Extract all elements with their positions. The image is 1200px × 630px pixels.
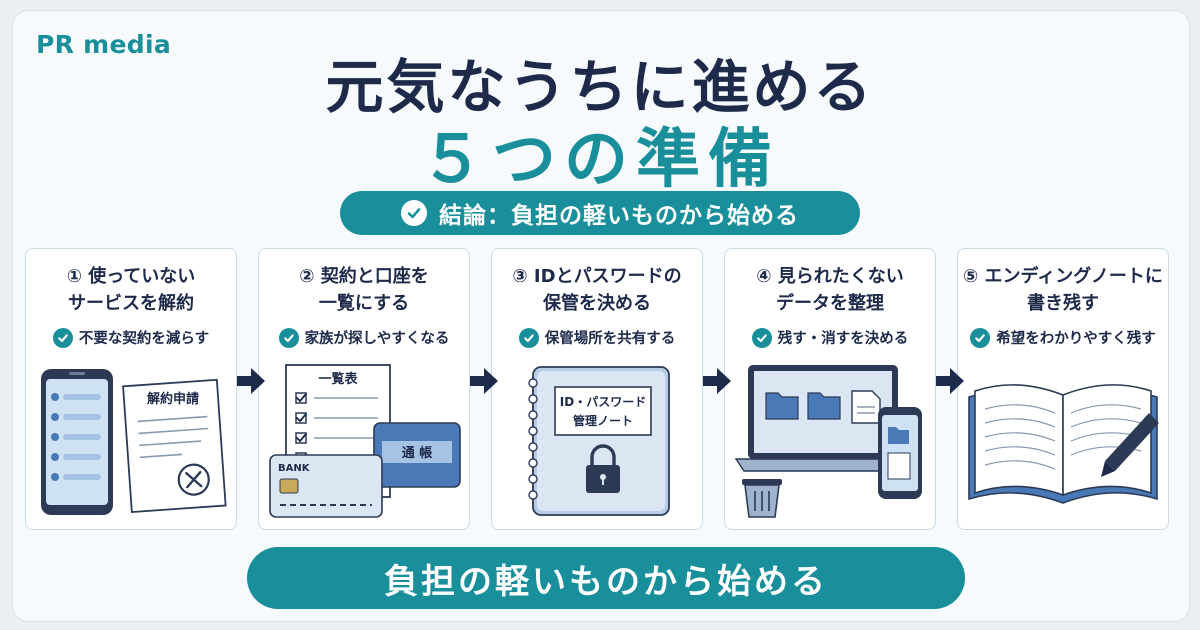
- open-notebook-illustration: [968, 384, 1159, 504]
- notebook-label-1: ID・パスワード: [560, 395, 646, 409]
- smartphone-cancel-illustration: 解約申請: [41, 369, 227, 515]
- arrow-right-icon: [470, 368, 498, 394]
- notebook-label-2: 管理ノート: [573, 413, 633, 428]
- arrow-right-icon: [703, 368, 731, 394]
- bottom-banner: 負担の軽いものから始める: [247, 547, 965, 609]
- document-title: 解約申請: [146, 391, 199, 407]
- step-note: 不要な契約を減らす: [26, 327, 236, 348]
- step-card-4: ④ 見られたくない データを整理 残す・消すを決める: [724, 248, 936, 530]
- title-line-1: 元気なうちに進める: [325, 53, 875, 121]
- step-title: ② 契約と口座を 一覧にする: [299, 266, 429, 314]
- check-icon: [52, 327, 73, 348]
- step-title: ① 使っていない サービスを解約: [66, 266, 196, 314]
- file-icon: [851, 390, 881, 424]
- step-card-3: ③ IDとパスワードの 保管を決める 保管場所を共有する ID・パスワード 管理…: [491, 248, 703, 530]
- trash-icon: [742, 479, 782, 518]
- folder-icon: [765, 392, 841, 420]
- password-notebook-illustration: ID・パスワード 管理ノート: [528, 366, 670, 516]
- step-card-1: ① 使っていない サービスを解約 不要な契約を減らす 解約申請: [25, 248, 237, 530]
- step-note: 希望をわかりやすく残す: [958, 327, 1168, 348]
- step-note: 保管場所を共有する: [492, 327, 702, 348]
- list-bank-illustration: 一覧表 通 帳 BANK: [269, 364, 461, 518]
- pen-icon: [1101, 413, 1159, 477]
- list-title: 一覧表: [318, 371, 358, 387]
- brand-logo: PR media: [36, 30, 172, 59]
- check-icon: [970, 327, 991, 348]
- laptop-phone-trash-illustration: [734, 365, 922, 518]
- step-card-5: ⑤ エンディングノートに 書き残す 希望をわかりやすく残す: [957, 248, 1169, 530]
- check-icon: [751, 327, 772, 348]
- padlock-icon: [586, 444, 620, 493]
- step-title: ④ 見られたくない データを整理: [756, 266, 904, 314]
- conclusion-banner: 結論：負担の軽いものから始める: [340, 191, 860, 235]
- conclusion-text: 結論：負担の軽いものから始める: [439, 203, 799, 229]
- card-label: BANK: [278, 463, 311, 474]
- step-title: ③ IDとパスワードの 保管を決める: [512, 266, 682, 314]
- check-icon: [518, 327, 539, 348]
- passbook-label: 通 帳: [402, 445, 433, 461]
- check-icon: [401, 200, 427, 226]
- step-note: 家族が探しやすくなる: [259, 327, 469, 348]
- arrow-right-icon: [936, 368, 964, 394]
- arrow-right-icon: [237, 368, 265, 394]
- title-line-2: ５つの準備: [420, 123, 780, 197]
- step-card-2: ② 契約と口座を 一覧にする 家族が探しやすくなる 一覧表 通 帳 BANK: [258, 248, 470, 530]
- check-icon: [278, 327, 299, 348]
- step-note: 残す・消すを決める: [725, 327, 935, 348]
- step-title: ⑤ エンディングノートに 書き残す: [963, 266, 1163, 314]
